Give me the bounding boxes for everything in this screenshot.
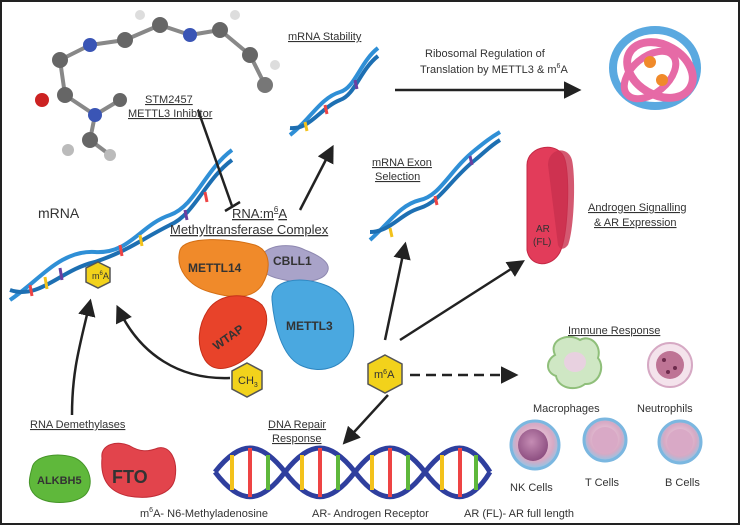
svg-text:CH3: CH3: [238, 375, 258, 389]
dna-repair-label-line2: Response: [272, 433, 322, 445]
rna-demethylases-label: RNA Demethylases: [30, 419, 126, 431]
mrna-label: mRNA: [38, 205, 80, 221]
neutrophils-label: Neutrophils: [637, 403, 693, 415]
methyltransferase-complex: [178, 239, 355, 370]
ar-fl-label: (FL): [533, 237, 551, 248]
complex-title-line1: RNA:m6A: [232, 205, 287, 221]
m6a-badge-center: m6A: [367, 354, 403, 394]
mettl3-label: METTL3: [286, 319, 333, 333]
nk-cells-label: NK Cells: [510, 482, 553, 494]
dna-repair-label-line1: DNA Repair: [268, 419, 326, 431]
arrow-m6a-to-ar: [399, 260, 525, 342]
ar-protein-shade: [548, 150, 575, 249]
wtap-shape: [198, 295, 268, 369]
androgen-label-line1: Androgen Signalling: [588, 202, 686, 214]
arrow-m6a-to-dna: [342, 394, 389, 445]
arrow-demethylase-to-m6a: [70, 298, 96, 416]
t-cell-image: [582, 417, 628, 463]
mrna-stability-label: mRNA Stability: [288, 31, 362, 43]
complex-title-line2: Methyltransferase Complex: [170, 222, 329, 237]
mettl3-inhibitor-label: METTL3 Inhibitor: [128, 108, 213, 120]
exon-label-line2: Selection: [375, 171, 420, 183]
arrow-ch3-to-m6a: [116, 304, 231, 380]
svg-text:m6A: m6A: [374, 369, 395, 381]
m6a-badge-mrna: m6A: [85, 261, 111, 289]
mettl14-label: METTL14: [188, 261, 242, 275]
dna-helix: [213, 445, 493, 500]
t-cells-label: T Cells: [585, 477, 620, 489]
mrna-helix-main: [8, 148, 234, 302]
cbll1-shape: [258, 245, 329, 283]
footer-arfl-definition: AR (FL)- AR full length: [464, 508, 574, 520]
androgen-label-line2: & AR Expression: [594, 217, 677, 229]
mrna-helix-stability: [288, 46, 380, 137]
immune-response-label: Immune Response: [568, 325, 660, 337]
macrophages-label: Macrophages: [533, 403, 600, 415]
b-cell-image: [657, 419, 703, 465]
inhibition-bar-stm2457: [224, 200, 241, 213]
stm2457-molecule-image: [35, 10, 280, 161]
cbll1-label: CBLL1: [273, 254, 312, 268]
arrow-complex-to-stability: [298, 144, 334, 211]
svg-text:m6A: m6A: [92, 271, 109, 281]
fto-shape: [101, 442, 177, 498]
alkbh5-label: ALKBH5: [37, 475, 82, 487]
footer-m6a-definition: m6A- N6-Methyladenosine: [140, 507, 268, 520]
ribosomal-regulation-line1: Ribosomal Regulation of: [425, 48, 546, 60]
mrna-helix-exon: [368, 130, 502, 242]
mettl3-shape: [271, 279, 355, 370]
ch3-badge: CH3: [231, 362, 263, 398]
ar-label: AR: [536, 224, 550, 235]
neutrophil-cell-image: [647, 342, 693, 388]
stm2457-label: STM2457: [145, 94, 193, 106]
exon-label-line1: mRNA Exon: [372, 157, 432, 169]
footer-ar-definition: AR- Androgen Receptor: [312, 508, 429, 520]
inhibition-line-stm2457: [196, 109, 234, 207]
b-cells-label: B Cells: [665, 477, 700, 489]
arrow-m6a-to-exon: [383, 241, 411, 341]
ribosomal-regulation-line2: Translation by METTL3 & m6A: [420, 63, 568, 76]
mettl14-shape: [178, 239, 269, 297]
fto-label: FTO: [112, 467, 148, 487]
nk-cell-image: [509, 419, 561, 471]
alkbh5-shape: [28, 454, 91, 503]
macrophage-cell-image: [547, 335, 603, 390]
ribosome-protein-image: [609, 26, 701, 110]
